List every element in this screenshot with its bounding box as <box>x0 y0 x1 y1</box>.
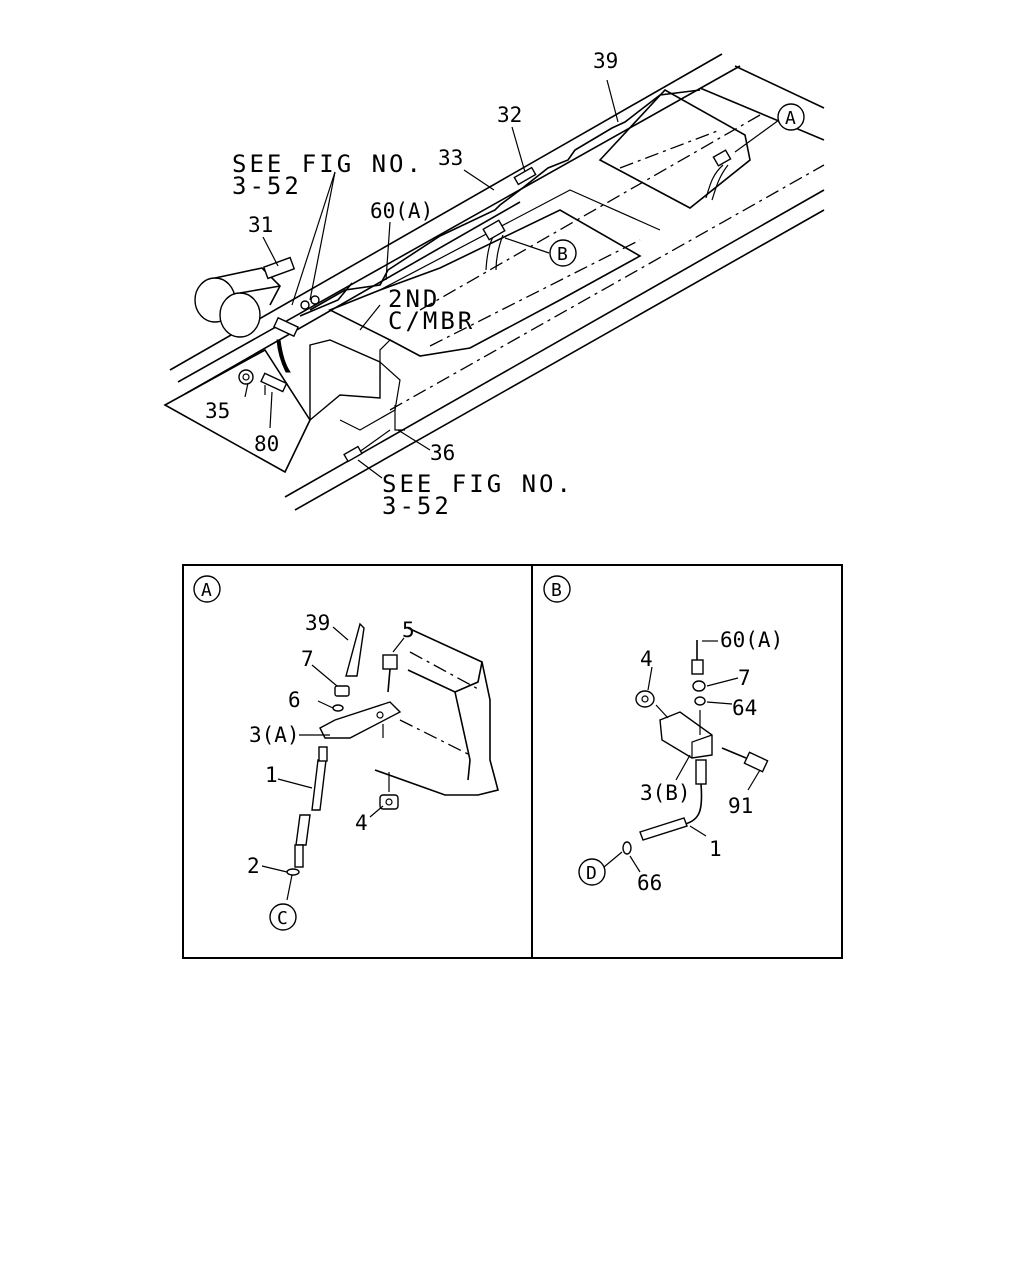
callout-60a: 60(A) <box>370 199 433 223</box>
detail-a-callout-7: 7 <box>301 647 314 671</box>
detail-b-ref-label: B <box>551 580 562 601</box>
detail-b-callout-1: 1 <box>709 837 722 861</box>
rear-cross-member <box>598 88 751 209</box>
callout-80: 80 <box>254 432 279 456</box>
see-fig-upper-line2: 3-52 <box>232 172 302 200</box>
callout-31: 31 <box>248 213 273 237</box>
detail-a-end-ref-label: C <box>277 908 288 929</box>
detail-b-callout-7: 7 <box>738 666 751 690</box>
frame-overview: SEE FIG NO. 3-52 SEE FIG NO. 3-52 2ND C/… <box>163 49 825 520</box>
detail-b-callout-66: 66 <box>637 871 662 895</box>
second-cross-member <box>328 189 661 380</box>
brake-chamber <box>194 256 320 338</box>
detail-a-callout-5: 5 <box>402 618 415 642</box>
frame-rails <box>169 53 825 511</box>
detail-a-ref-circle <box>193 575 221 603</box>
detail-a-callout-1: 1 <box>265 763 278 787</box>
see-fig-upper-line1: SEE FIG NO. <box>232 150 424 178</box>
see-fig-lower-line2: 3-52 <box>382 492 452 520</box>
see-fig-lower-line1: SEE FIG NO. <box>382 470 574 498</box>
detail-b-callout-64: 64 <box>732 696 757 720</box>
brake-line <box>299 89 732 463</box>
detail-b-callout-91: 91 <box>728 794 753 818</box>
detail-b-callout-60a: 60(A) <box>720 628 783 652</box>
ref-b-label: B <box>557 244 568 265</box>
ref-circle-a <box>777 103 805 131</box>
detail-a-end-ref-circle <box>269 903 297 931</box>
member-label-line2: C/MBR <box>388 307 475 335</box>
detail-b-end-ref-label: D <box>586 863 597 884</box>
callout-36: 36 <box>430 441 455 465</box>
detail-a-callout-39: 39 <box>305 611 330 635</box>
detail-a-callout-6: 6 <box>288 688 301 712</box>
fastener-inset <box>163 339 311 474</box>
detail-a-callout-2: 2 <box>247 854 260 878</box>
detail-b-callout-4: 4 <box>640 647 653 671</box>
detail-a: A <box>193 575 499 931</box>
detail-b: B 60(A) 4 7 <box>543 575 783 895</box>
mount-bracket <box>309 339 401 431</box>
detail-b-ref-circle <box>543 575 571 603</box>
detail-b-callout-3b: 3(B) <box>640 781 691 805</box>
detail-a-callout-3a: 3(A) <box>249 723 300 747</box>
callout-33: 33 <box>438 146 463 170</box>
callout-35: 35 <box>205 399 230 423</box>
member-label-line1: 2ND <box>388 285 440 313</box>
detail-a-ref-label: A <box>201 580 212 601</box>
detail-panel-frame <box>182 564 843 959</box>
detail-a-callout-4: 4 <box>355 811 368 835</box>
callout-39: 39 <box>593 49 618 73</box>
ref-circle-b <box>549 239 577 267</box>
callout-32: 32 <box>497 103 522 127</box>
detail-b-end-ref-circle <box>578 858 606 886</box>
leader-lines-top <box>244 79 780 479</box>
ref-a-label: A <box>785 108 796 129</box>
